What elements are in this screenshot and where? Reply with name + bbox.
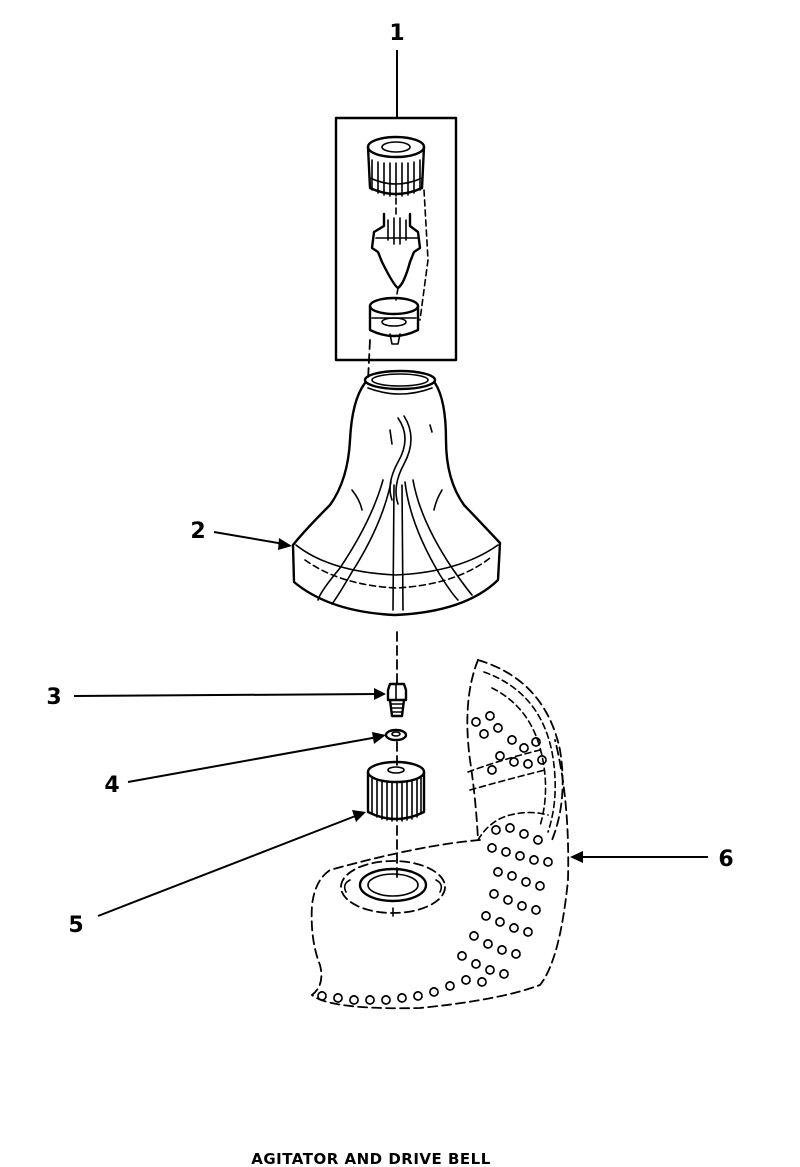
callout-number-2: 2: [190, 519, 205, 544]
callout-leader-4: [127, 732, 386, 783]
callout-number-3: 3: [46, 685, 61, 710]
agitator-cap-assembly-icon: [334, 116, 458, 362]
agitator-icon: [291, 369, 502, 617]
callout-number-5: 5: [68, 913, 83, 938]
callout-leader-6: [570, 851, 708, 863]
wash-tub-icon: [310, 659, 570, 1010]
callout-number-1: 1: [389, 21, 404, 46]
diagram-caption: AGITATOR AND DRIVE BELL: [251, 1150, 491, 1167]
callout-leader-3: [73, 688, 386, 700]
callout-leader-2: [213, 531, 292, 550]
assembly-line-cap: [367, 339, 371, 381]
drive-bell-icon: [366, 760, 426, 822]
washer-icon: [384, 728, 408, 742]
callout-leader-5: [97, 810, 366, 917]
tub-perforations: [317, 711, 553, 1005]
callout-number-6: 6: [718, 847, 733, 872]
callout-number-4: 4: [104, 773, 119, 798]
bolt-icon: [386, 682, 408, 718]
